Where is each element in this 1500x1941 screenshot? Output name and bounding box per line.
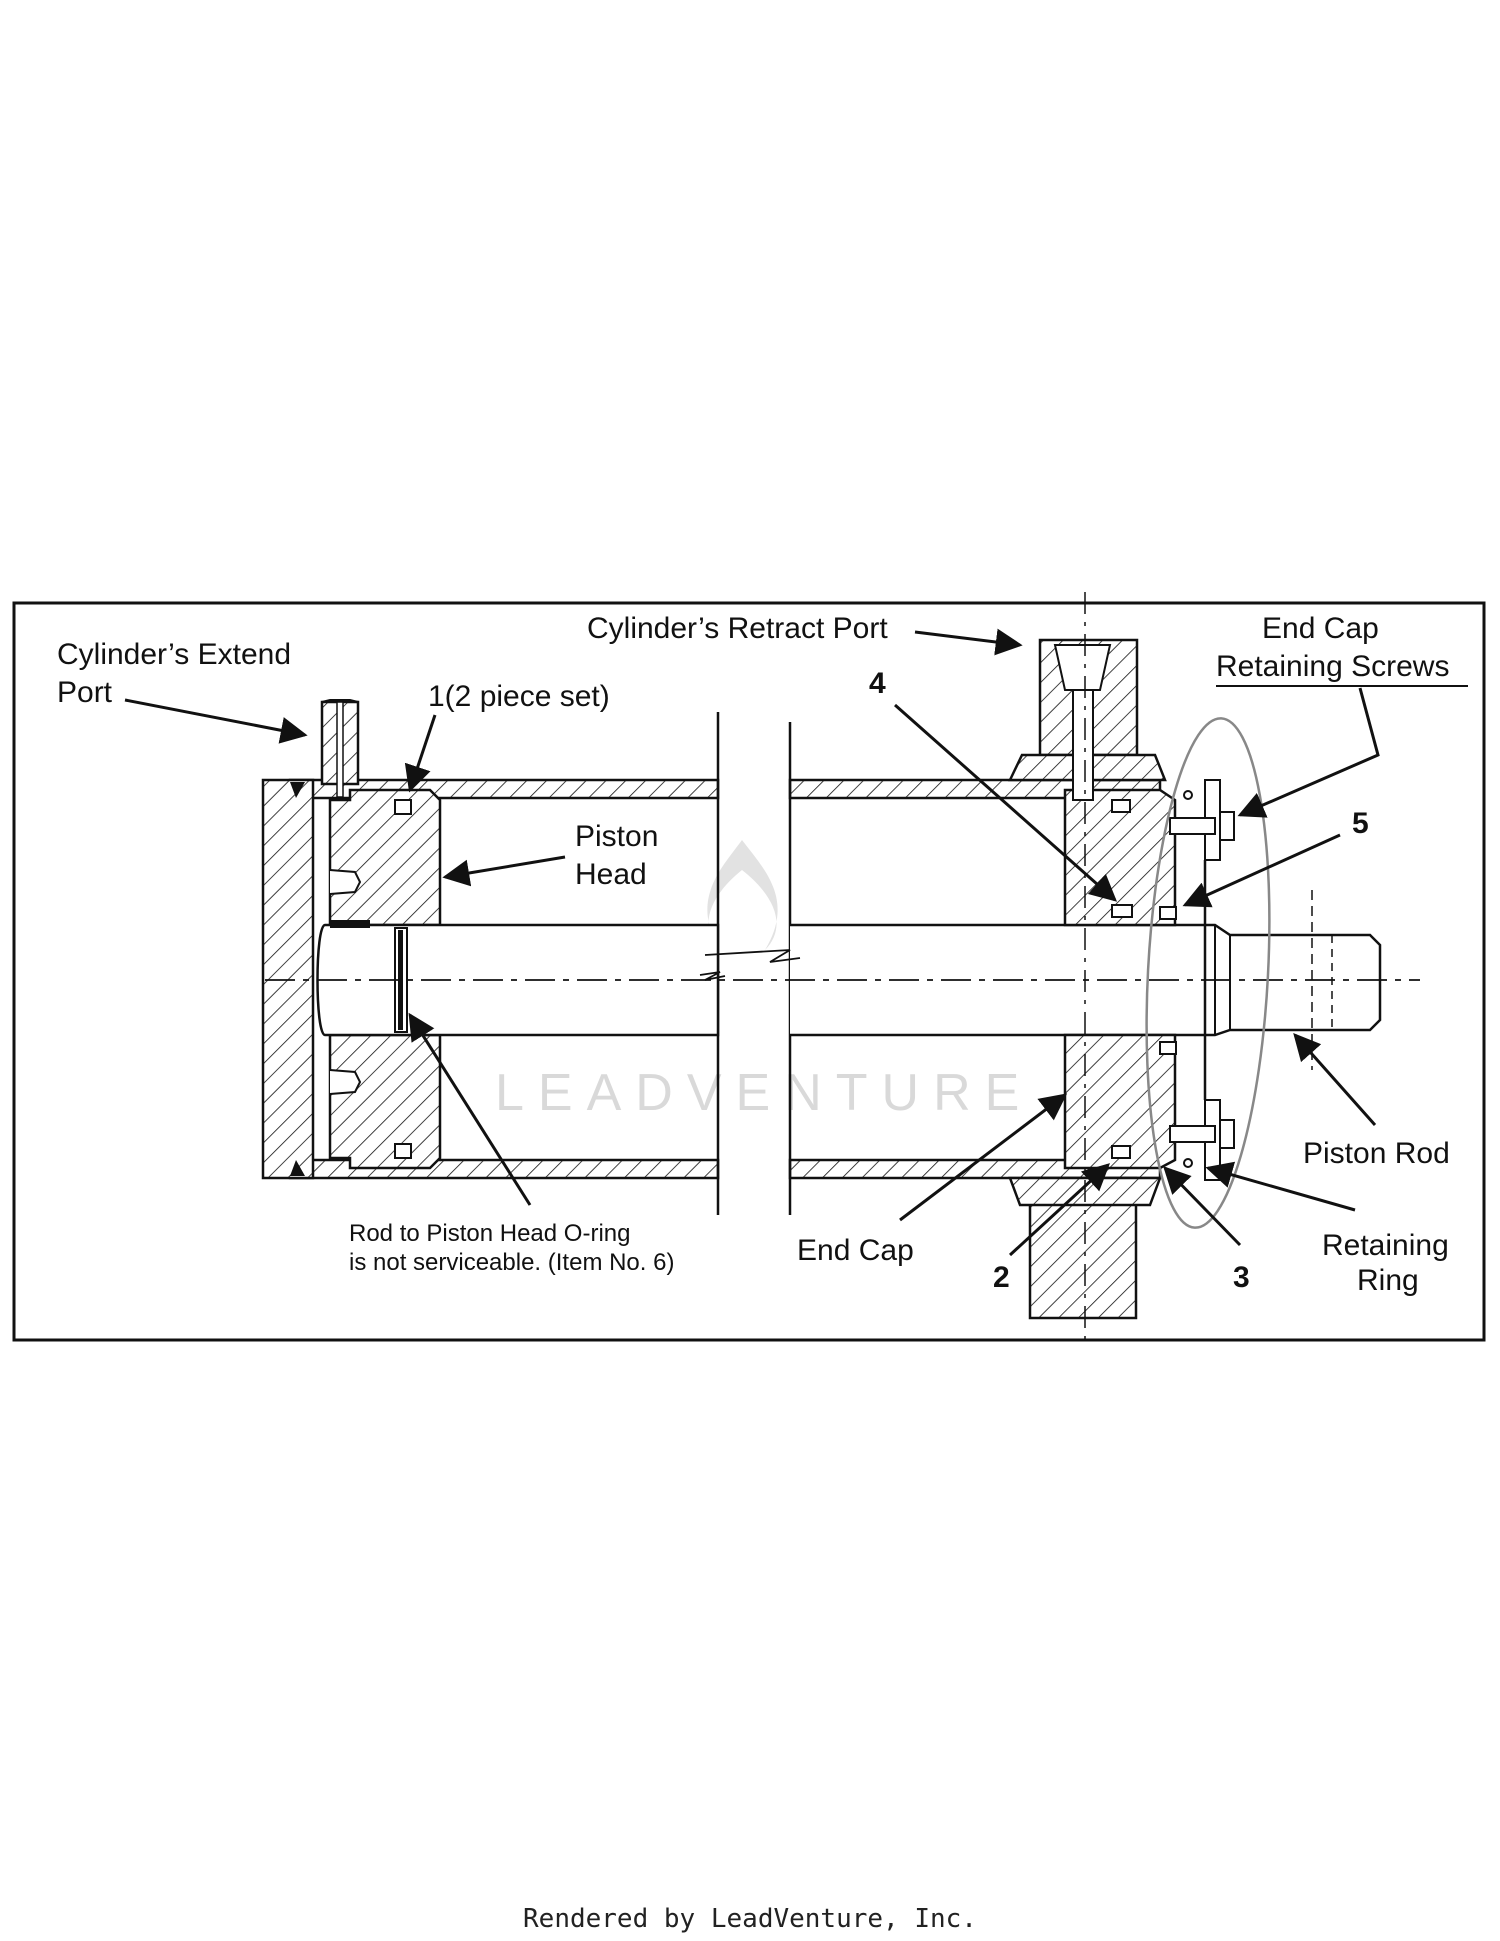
diagram-frame [12,601,1486,1342]
label-extend-port-line1: Cylinder’s Extend [57,638,291,671]
extend-port-fitting [320,699,360,798]
highlight-ellipse [1145,717,1271,1229]
arrow-rod-oring [408,1012,532,1206]
label-piston-rod: Piston Rod [1303,1137,1450,1170]
label-retract-port: Cylinder’s Retract Port [587,612,888,645]
arrow-piston-head [442,855,566,887]
label-piston-head-line2: Head [575,858,647,891]
leader-arrows [124,628,1380,1257]
label-retaining-ring-line1: Retaining [1322,1229,1449,1262]
watermark-text: LEADVENTURE [495,1064,1033,1122]
arrow-retract-port [914,628,1023,656]
arrow-extend-port [124,698,308,744]
arrow-item-1 [404,714,437,793]
rear-end-block [261,778,315,1180]
label-end-cap: End Cap [797,1234,914,1267]
arrow-end-cap-screws [1237,687,1380,818]
arrow-end-cap [899,1093,1068,1222]
arrow-retaining-ring [1205,1161,1356,1212]
label-piston-head-line1: Piston [575,820,658,853]
label-end-cap-screws-line1: End Cap [1262,612,1379,645]
arrow-item-3 [1163,1166,1242,1247]
item-number-5: 5 [1352,807,1369,840]
arrow-item-2 [1008,1163,1110,1257]
arrow-item-5 [1182,833,1341,908]
labels: Cylinder’s Extend Port 1(2 piece set) Pi… [57,612,1468,1297]
label-rod-note-line2: is not serviceable. (Item No. 6) [349,1249,674,1276]
label-extend-port-line2: Port [57,676,113,709]
item-number-4: 4 [869,667,886,700]
label-rod-note-line1: Rod to Piston Head O-ring [349,1220,630,1247]
label-item-1: 1(2 piece set) [428,680,610,713]
item-number-2: 2 [993,1261,1010,1294]
piston-head [328,788,442,1170]
arrow-item-4 [894,703,1118,902]
footer-credit: Rendered by LeadVenture, Inc. [523,1904,977,1934]
watermark: LEADVENTURE [495,840,1033,1122]
arrow-piston-rod [1293,1032,1377,1126]
watermark-flame-logo [707,840,778,950]
label-retaining-ring-line2: Ring [1357,1264,1419,1297]
item-number-3: 3 [1233,1261,1250,1294]
label-end-cap-screws-line2: Retaining Screws [1216,650,1449,683]
